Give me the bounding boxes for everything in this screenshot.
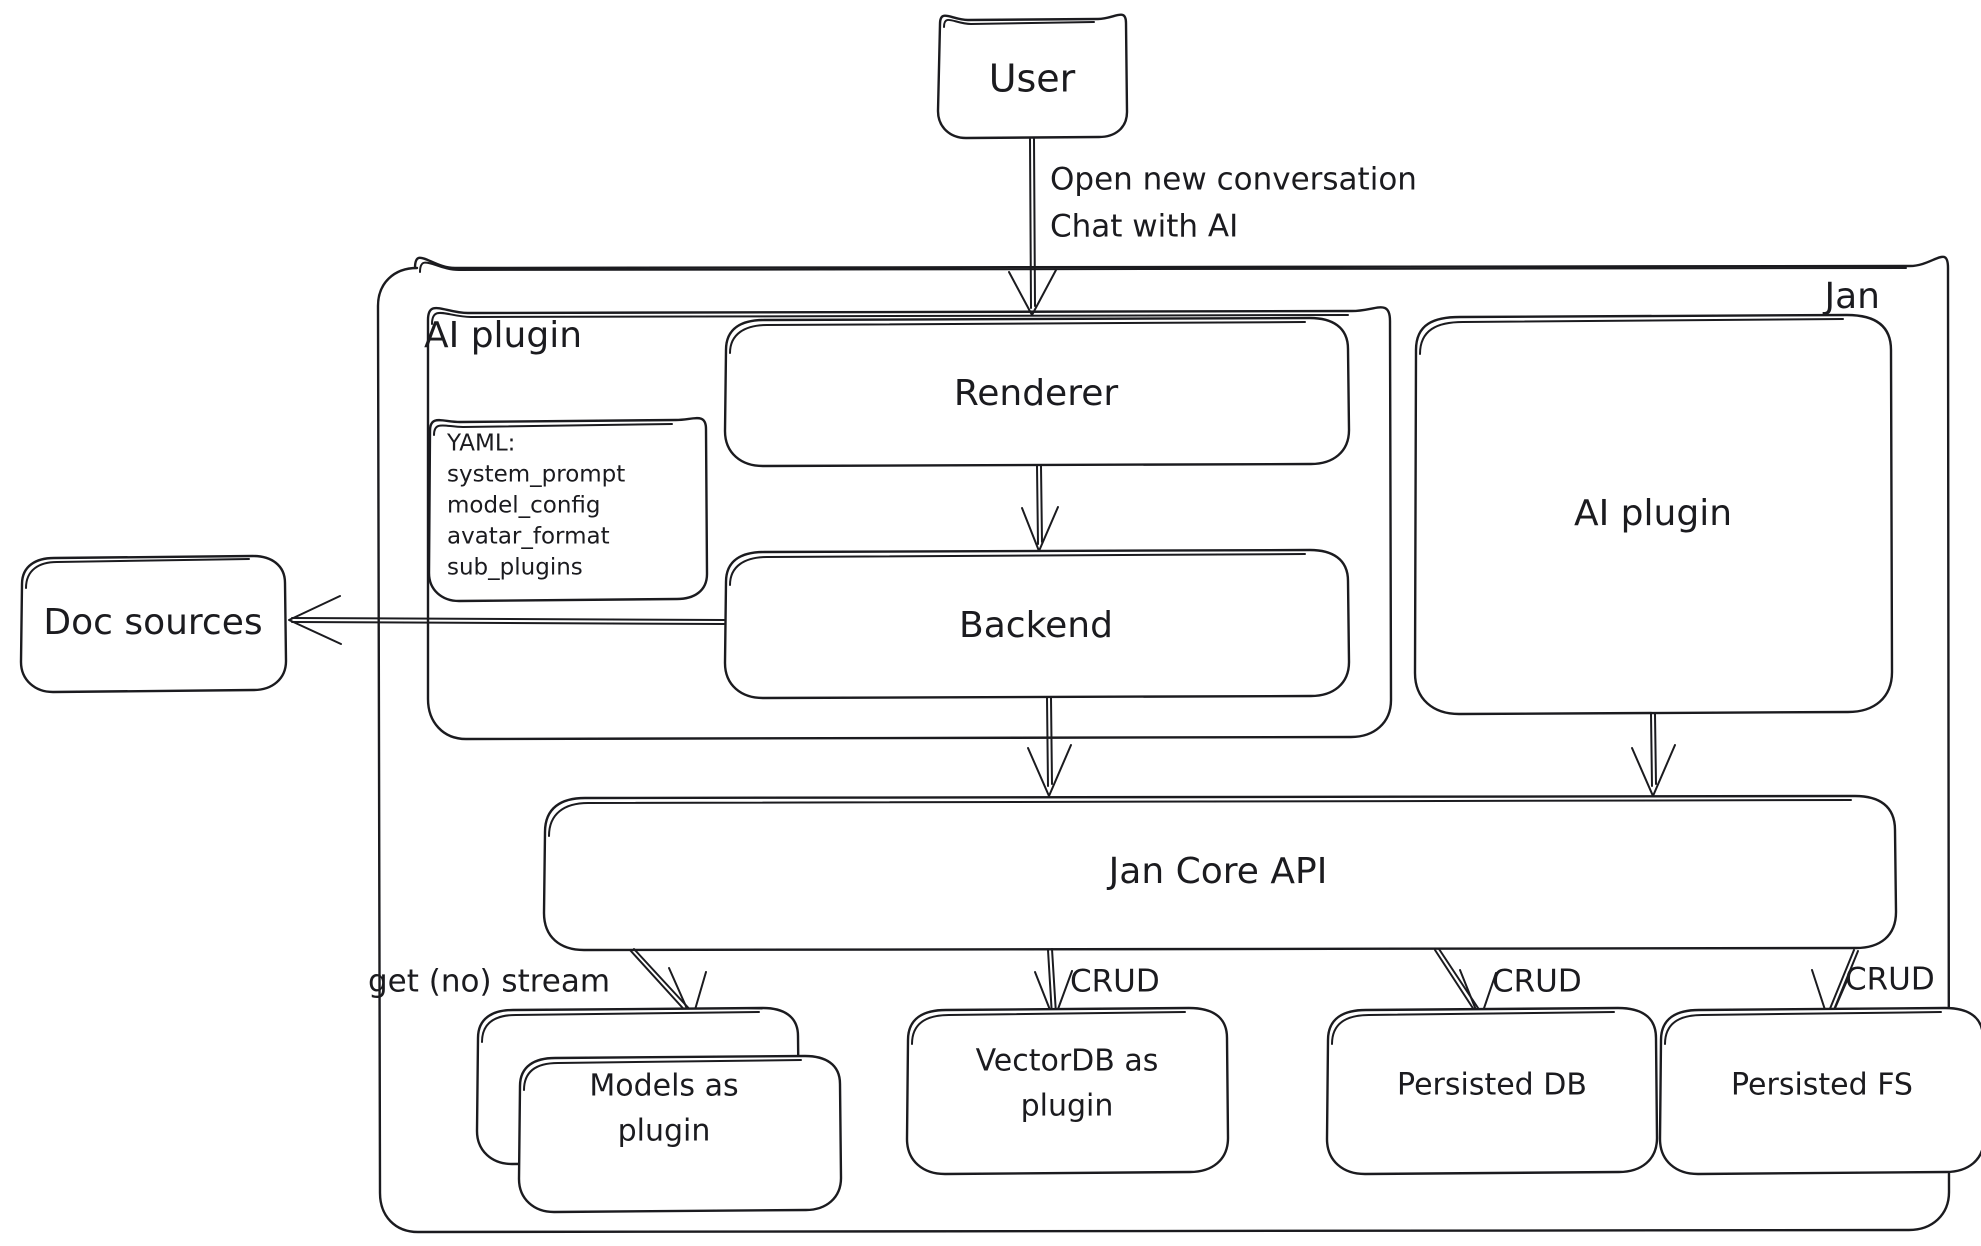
edge-backend-to-core — [1027, 697, 1072, 797]
edge-core-to-models-label: get (no) stream — [368, 964, 610, 1000]
models-as-plugin-node-label-line2: plugin — [618, 1114, 711, 1149]
renderer-node-label: Renderer — [954, 373, 1119, 414]
jan-core-api-node[interactable]: Jan Core API — [542, 794, 1898, 952]
yaml-note-item-2: avatar_format — [447, 524, 610, 550]
doc-sources-node[interactable]: Doc sources — [19, 554, 288, 694]
models-as-plugin-node-label-line1: Models as — [589, 1069, 738, 1104]
persisted-db-node-label: Persisted DB — [1397, 1068, 1587, 1103]
user-node-label: User — [989, 57, 1076, 101]
edge-core-to-vectordb: CRUD — [1034, 948, 1160, 1021]
edge-core-to-persisted-db: CRUD — [1434, 948, 1582, 1021]
persisted-fs-node[interactable]: Persisted FS — [1658, 1006, 1981, 1176]
vectordb-as-plugin-node-label-line2: plugin — [1021, 1089, 1114, 1124]
yaml-note-header: YAML: — [446, 431, 515, 457]
doc-sources-node-label: Doc sources — [43, 602, 262, 643]
edge-backend-to-doc-sources — [288, 595, 725, 645]
renderer-node[interactable]: Renderer — [723, 316, 1351, 468]
edge-core-to-persisted-fs: CRUD — [1811, 949, 1935, 1023]
backend-node[interactable]: Backend — [723, 548, 1351, 700]
ai-plugin-right-node-label: AI plugin — [1574, 493, 1732, 534]
user-node[interactable]: User — [936, 13, 1129, 140]
edge-user-to-renderer-label-line1: Open new conversation — [1050, 162, 1417, 198]
edge-user-to-renderer: Open new conversation Chat with AI — [1008, 138, 1417, 316]
jan-container-label: Jan — [1823, 276, 1881, 317]
edge-core-to-vectordb-label: CRUD — [1070, 964, 1160, 1000]
vectordb-as-plugin-node[interactable]: VectorDB as plugin — [905, 1006, 1230, 1176]
edge-core-to-models: get (no) stream — [368, 948, 707, 1021]
edge-core-to-persisted-fs-label: CRUD — [1845, 962, 1935, 998]
jan-core-api-node-label: Jan Core API — [1107, 851, 1328, 892]
yaml-note-item-3: sub_plugins — [447, 555, 583, 581]
ai-plugin-group-label: AI plugin — [424, 315, 582, 356]
persisted-db-node[interactable]: Persisted DB — [1325, 1006, 1659, 1176]
backend-node-label: Backend — [959, 605, 1113, 646]
edge-user-to-renderer-label-line2: Chat with AI — [1050, 209, 1238, 245]
edge-core-to-persisted-db-label: CRUD — [1492, 964, 1582, 1000]
yaml-note-item-1: model_config — [447, 493, 601, 519]
yaml-note: YAML: system_prompt model_config avatar_… — [427, 416, 709, 603]
models-as-plugin-node[interactable]: Models as plugin — [475, 1006, 843, 1214]
ai-plugin-right-node[interactable]: AI plugin — [1413, 313, 1894, 716]
persisted-fs-node-label: Persisted FS — [1731, 1068, 1913, 1103]
yaml-note-item-0: system_prompt — [447, 462, 625, 488]
vectordb-as-plugin-node-label-line1: VectorDB as — [976, 1044, 1159, 1079]
